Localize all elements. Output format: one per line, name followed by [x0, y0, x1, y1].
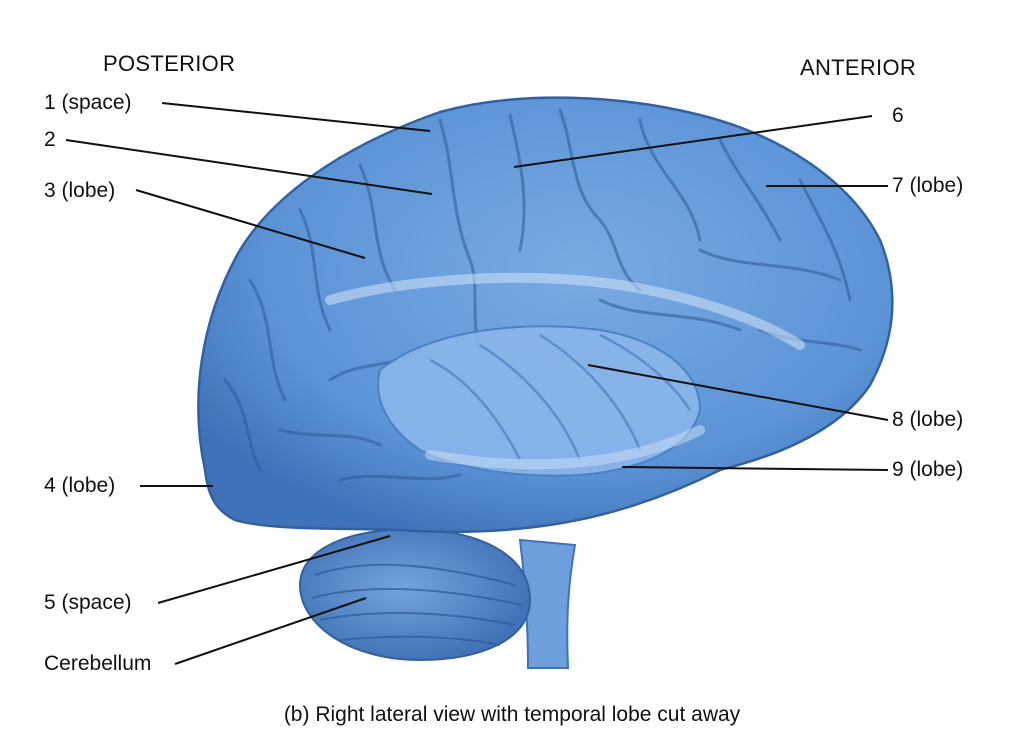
label-1: 1 (space): [44, 91, 132, 114]
label-8: 8 (lobe): [892, 408, 964, 431]
leader-cerebellum: [174, 597, 367, 665]
anterior-heading: ANTERIOR: [800, 55, 917, 80]
label-cerebellum: Cerebellum: [44, 652, 152, 675]
leader-2: [65, 139, 433, 195]
label-6: 6: [892, 104, 904, 127]
figure-caption: (b) Right lateral view with temporal lob…: [283, 703, 741, 726]
leader-9: [621, 466, 889, 471]
leader-8: [587, 364, 889, 421]
cerebellum-folia: [311, 563, 523, 646]
leader-5: [157, 535, 391, 604]
label-7: 7 (lobe): [892, 174, 964, 197]
leader-lines: [65, 102, 889, 665]
leader-1: [161, 102, 431, 132]
leader-3: [135, 189, 366, 259]
cerebellum-shape: [298, 528, 532, 662]
label-4: 4 (lobe): [44, 474, 116, 497]
insula-gyri: [429, 333, 692, 461]
posterior-heading: POSTERIOR: [103, 51, 236, 76]
label-9: 9 (lobe): [892, 458, 964, 481]
lateral-fissure: [325, 272, 805, 350]
sulci-texture: [223, 108, 862, 482]
leader-6: [513, 115, 873, 168]
superior-temporal-edge: [425, 425, 705, 470]
label-2: 2: [44, 128, 56, 151]
label-3: 3 (lobe): [44, 179, 116, 202]
label-5: 5 (space): [44, 591, 132, 614]
